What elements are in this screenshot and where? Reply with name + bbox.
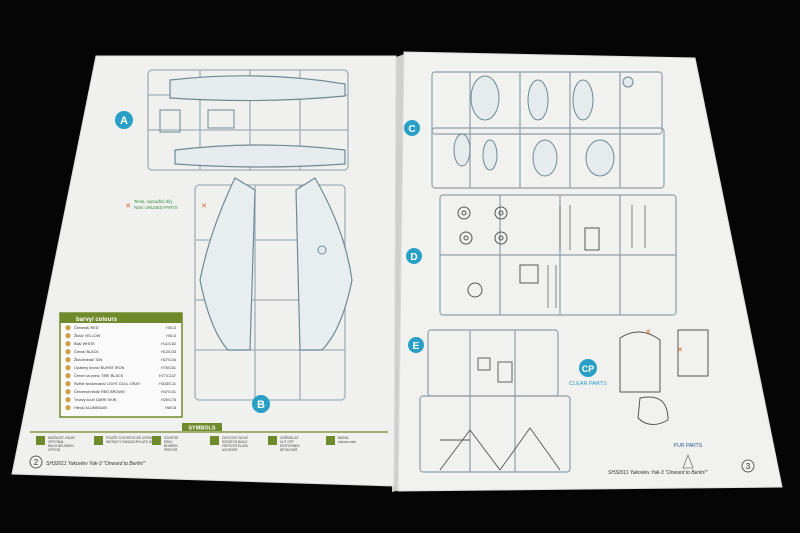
colour-swatch-icon [65,349,71,355]
sprue-label-cp: CP [582,364,595,374]
symbol-icon [268,436,277,445]
colour-code: H12/C33 [161,350,176,354]
symbol-label: NACH BELIEBEN [48,444,74,448]
colour-swatch-icon [65,341,71,347]
colour-code: H8/C8 [165,406,176,410]
symbol-label: INSTANT CYANOACRYLATE GLUE [106,440,157,444]
colour-name: Černé na pneu/ TIRE BLACK [74,373,124,378]
pur-parts-label: PUR PARTS [674,443,703,449]
colour-name: Hliník/ ALUMINIUM [74,406,107,410]
symbol-label: OPTION [48,448,61,452]
colour-code: H11/C62 [161,342,176,346]
symbol-label: MOŽNOST VOLBY [48,435,76,440]
colour-code: H77/C137 [159,374,176,378]
symbol-icon [94,436,103,445]
left-page: A B Tento, nepoužité díly Note: UNUSED P… [11,55,397,487]
symbols-title: SYMBOLS [188,426,216,432]
symbol-label: ODŘÍZNOUT [280,435,299,440]
symbol-label: BOHREN [164,444,178,448]
colour-swatch-icon [65,397,71,403]
sprue-label-a: A [120,115,128,127]
symbol-label: OPTIONAL [48,440,64,444]
colour-name: Černá/ BLACK [74,349,99,354]
colours-header: barvy/ colours [76,317,118,323]
footer-right: SH32011 Yakovlev Yak-3 "Onward to Berlin… [608,470,707,476]
colour-name: Světle šedomodrá/ LIGHT GULL GRAY [74,382,141,386]
symbol-label: ENTFERNEN [280,444,300,448]
page-number-left: 2 [34,458,39,467]
right-page: ✕ ✕ C D E CP CLEAR PARTS PUR PARTS SH320… [397,51,783,492]
symbol-label: PERCER [164,448,178,452]
colour-code: H47/C41 [161,390,176,394]
symbol-icon [210,436,219,445]
sprue-label-e: E [413,341,420,352]
symbol-label: SCRATCH BUILD [222,440,248,444]
cross-icon: ✕ [125,203,131,210]
colour-code: H315/C11 [159,382,176,386]
cross-icon: ✕ [645,329,651,336]
sprue-label-c: C [408,124,415,135]
symbol-icon [326,436,335,445]
symbol-label: DETACHER [280,448,298,452]
sprue-label-b: B [257,399,265,411]
symbol-label: DRILL [164,440,173,444]
colour-name: Žlutohnědá/ TAN [74,357,103,362]
cross-icon: ✕ [677,347,683,354]
colour-code: H4C4 [166,334,176,338]
colour-swatch-icon [65,389,71,395]
colour-name: Opálený bronz/ BURNT IRON [74,366,125,370]
symbol-label: CUT OFF [280,440,294,444]
unused-parts-note-cz: Tento, nepoužité díly [134,199,173,204]
colour-name: Červenohnědá/ RED BROWN [74,389,125,394]
symbol-label: POUŽÍT SYNTHETICKÉ LEPIDLO [106,435,156,440]
page-number-right: 3 [746,462,751,471]
colour-swatch-icon [65,365,71,371]
symbol-icon [152,436,161,445]
symbol-label: colours code [338,440,356,444]
symbol-label: ZHOTOVIT NOVÉ [222,435,248,440]
colour-code: H26/C78 [161,398,176,402]
colour-swatch-icon [65,357,71,363]
symbol-label: FERTIGSTELLEN [222,444,248,448]
unused-parts-note-en: Note: UNUSED PARTS [134,205,178,210]
footer-left: SH32011 Yakovlev Yak-3 "Onward to Berlin… [46,461,145,467]
symbol-icon [36,436,45,445]
colour-code: H3C3 [166,326,176,330]
colour-code: H76/C61 [161,366,176,370]
symbol-label: ACHEVER [222,448,238,452]
symbol-label: BARVA [338,436,349,440]
colour-name: Žlutá/ YELLOW [74,333,101,338]
colour-swatch-icon [65,325,71,331]
clear-parts-label: CLEAR PARTS [569,381,607,387]
colour-swatch-icon [65,373,71,379]
colour-code: H27/C44 [161,358,176,362]
colour-swatch-icon [65,333,71,339]
cross-icon: ✕ [201,203,207,210]
sprue-label-d: D [410,252,417,263]
colour-name: Tmavý kouř/ DARK SKIN [74,398,117,402]
colour-swatch-icon [65,405,71,411]
colour-name: Červená/ RED [74,325,99,330]
colour-swatch-icon [65,381,71,387]
symbol-label: ODVRTAT [164,436,179,440]
colour-name: Bílá/ WHITE [74,342,95,346]
